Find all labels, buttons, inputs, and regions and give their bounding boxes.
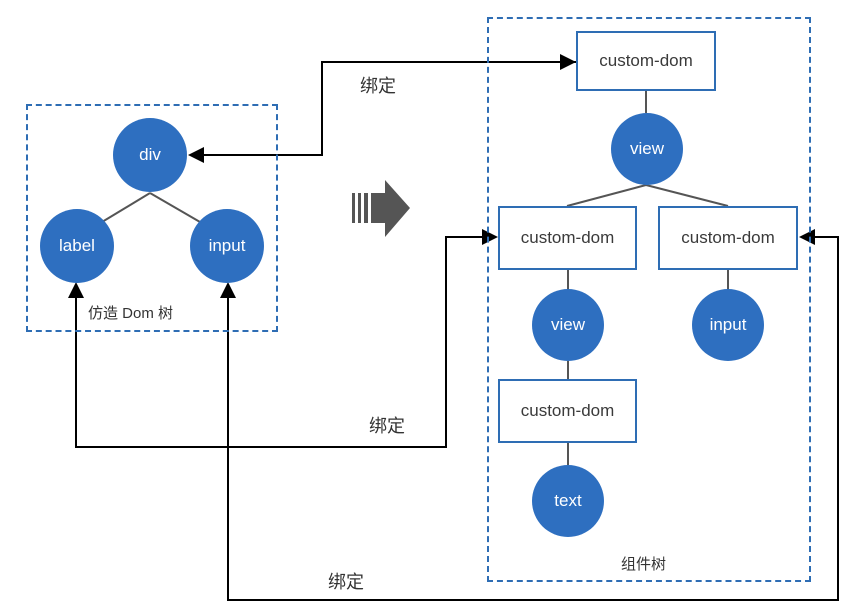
edge-div-label bbox=[101, 192, 151, 223]
edge-view-cdright bbox=[645, 184, 729, 207]
binding-label-middle: 绑定 bbox=[369, 416, 405, 436]
binding-label-top: 绑定 bbox=[360, 76, 396, 96]
binding-arrow-middle bbox=[75, 229, 498, 448]
text-node: text bbox=[532, 465, 604, 537]
custom-dom-right: custom-dom bbox=[658, 206, 798, 270]
input-node-right: input bbox=[692, 289, 764, 361]
fake-dom-tree-caption: 仿造 Dom 树 bbox=[88, 305, 174, 322]
custom-dom-root: custom-dom bbox=[576, 31, 716, 91]
label-node: label bbox=[40, 209, 114, 283]
input-node-left: input bbox=[190, 209, 264, 283]
component-tree-container bbox=[487, 17, 811, 582]
custom-dom-left: custom-dom bbox=[498, 206, 637, 270]
div-node: div bbox=[113, 118, 187, 192]
edge-div-input bbox=[149, 192, 201, 223]
view-node-bottom: view bbox=[532, 289, 604, 361]
transform-arrow-icon bbox=[352, 180, 410, 237]
edge-view-cdleft bbox=[566, 184, 647, 207]
binding-arrow-bottom bbox=[227, 229, 839, 601]
fake-dom-tree-container bbox=[26, 104, 278, 332]
component-tree-caption: 组件树 bbox=[621, 556, 667, 573]
view-node-top: view bbox=[611, 113, 683, 185]
custom-dom-bottom: custom-dom bbox=[498, 379, 637, 443]
binding-label-bottom: 绑定 bbox=[328, 572, 364, 592]
